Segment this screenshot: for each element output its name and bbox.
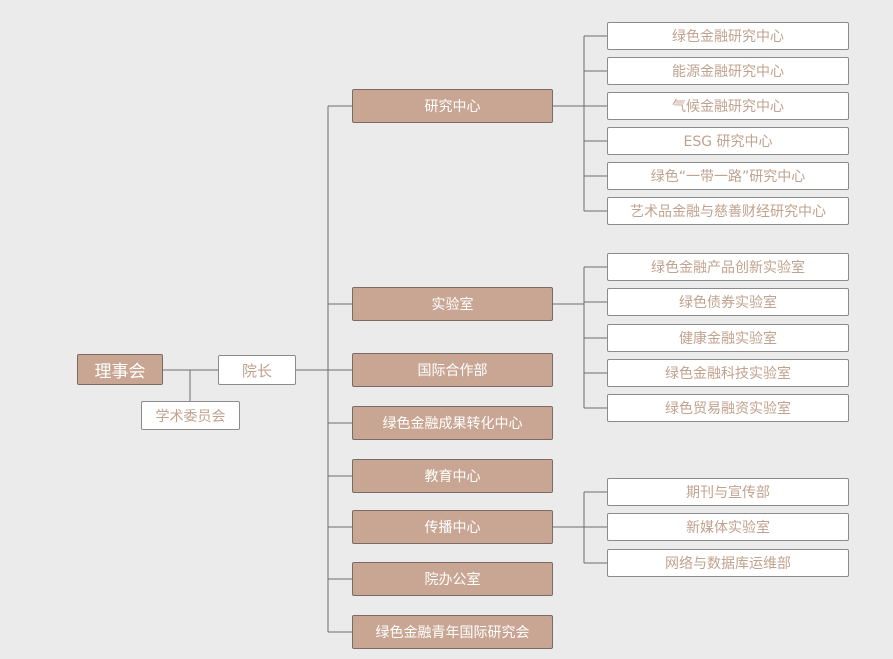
root-node: 理事会 xyxy=(77,354,163,385)
academic-committee-node: 学术委员会 xyxy=(141,401,240,430)
dept-research-center: 研究中心 xyxy=(352,89,553,123)
sub-research-energy-finance: 能源金融研究中心 xyxy=(607,57,849,85)
sub-lab-product-innovation: 绿色金融产品创新实验室 xyxy=(607,253,849,281)
sub-lab-green-bond: 绿色债券实验室 xyxy=(607,288,849,316)
president-node: 院长 xyxy=(218,355,296,385)
dept-international-cooperation: 国际合作部 xyxy=(352,353,553,387)
dept-communication-center: 传播中心 xyxy=(352,510,553,544)
sub-research-esg: ESG 研究中心 xyxy=(607,127,849,155)
sub-comm-new-media-lab: 新媒体实验室 xyxy=(607,513,849,541)
dept-achievement-transfer-center: 绿色金融成果转化中心 xyxy=(352,406,553,440)
sub-research-green-finance: 绿色金融研究中心 xyxy=(607,22,849,50)
sub-comm-network-database-ops: 网络与数据库运维部 xyxy=(607,549,849,577)
sub-research-belt-and-road: 绿色“一带一路”研究中心 xyxy=(607,162,849,190)
dept-institute-office: 院办公室 xyxy=(352,562,553,596)
dept-laboratory: 实验室 xyxy=(352,287,553,321)
sub-lab-trade-finance: 绿色贸易融资实验室 xyxy=(607,394,849,422)
sub-lab-health-finance: 健康金融实验室 xyxy=(607,324,849,352)
sub-research-climate-finance: 气候金融研究中心 xyxy=(607,92,849,120)
dept-youth-international-society: 绿色金融青年国际研究会 xyxy=(352,615,553,649)
sub-research-art-finance-philanthropy: 艺术品金融与慈善财经研究中心 xyxy=(607,197,849,225)
sub-comm-journal-publicity: 期刊与宣传部 xyxy=(607,478,849,506)
dept-education-center: 教育中心 xyxy=(352,459,553,493)
sub-lab-fintech: 绿色金融科技实验室 xyxy=(607,359,849,387)
